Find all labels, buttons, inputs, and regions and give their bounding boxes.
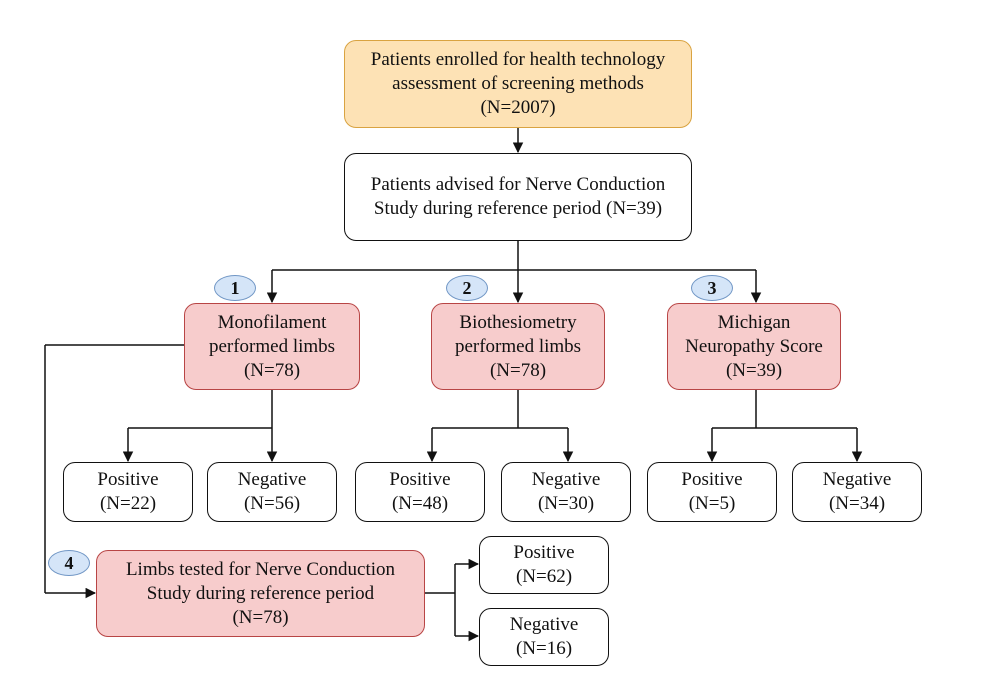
enrolled-box: Patients enrolled for health technology … xyxy=(344,40,692,128)
outcome-count: (N=16) xyxy=(515,638,573,659)
outcome-count: (N=34) xyxy=(828,493,886,514)
outcome-label: Positive xyxy=(513,542,575,563)
badge-3: 3 xyxy=(691,275,733,301)
enrolled-line-3: (N=2007) xyxy=(480,97,556,118)
badge-1: 1 xyxy=(214,275,256,301)
ncs-positive-box: Positive (N=62) xyxy=(479,536,609,594)
outcome-count: (N=56) xyxy=(243,493,301,514)
biothesiometry-box: Biothesiometry performed limbs (N=78) xyxy=(431,303,605,390)
outcome-label: Negative xyxy=(237,469,307,490)
mono-negative-box: Negative (N=56) xyxy=(207,462,337,522)
monofilament-box: Monofilament performed limbs (N=78) xyxy=(184,303,360,390)
outcome-count: (N=22) xyxy=(99,493,157,514)
mich-positive-box: Positive (N=5) xyxy=(647,462,777,522)
advised-line-2: Study during reference period (N=39) xyxy=(373,198,663,219)
ncs-line-3: (N=78) xyxy=(232,606,289,628)
michigan-line-1: Michigan xyxy=(717,311,791,333)
advised-box: Patients advised for Nerve Conduction St… xyxy=(344,153,692,241)
enrolled-line-2: assessment of screening methods xyxy=(392,73,644,94)
monofilament-line-1: Monofilament xyxy=(217,311,327,333)
outcome-label: Positive xyxy=(389,469,451,490)
outcome-count: (N=5) xyxy=(688,493,736,514)
biothesiometry-line-1: Biothesiometry xyxy=(459,311,577,333)
biothesiometry-line-2: performed limbs xyxy=(454,335,582,357)
ncs-line-1: Limbs tested for Nerve Conduction xyxy=(125,558,396,580)
biothesiometry-line-3: (N=78) xyxy=(489,359,547,381)
outcome-count: (N=62) xyxy=(515,566,573,587)
outcome-count: (N=30) xyxy=(537,493,595,514)
outcome-label: Negative xyxy=(509,614,579,635)
michigan-line-3: (N=39) xyxy=(725,359,783,381)
outcome-label: Negative xyxy=(531,469,601,490)
outcome-count: (N=48) xyxy=(391,493,449,514)
bio-negative-box: Negative (N=30) xyxy=(501,462,631,522)
michigan-line-2: Neuropathy Score xyxy=(685,335,823,357)
mich-negative-box: Negative (N=34) xyxy=(792,462,922,522)
enrolled-line-1: Patients enrolled for health technology xyxy=(370,49,666,70)
outcome-label: Positive xyxy=(681,469,743,490)
bio-positive-box: Positive (N=48) xyxy=(355,462,485,522)
ncs-box: Limbs tested for Nerve Conduction Study … xyxy=(96,550,425,637)
badge-2: 2 xyxy=(446,275,488,301)
michigan-box: Michigan Neuropathy Score (N=39) xyxy=(667,303,841,390)
monofilament-line-2: performed limbs xyxy=(208,335,336,357)
outcome-label: Negative xyxy=(822,469,892,490)
ncs-line-2: Study during reference period xyxy=(146,582,375,604)
advised-line-1: Patients advised for Nerve Conduction xyxy=(370,174,666,195)
mono-positive-box: Positive (N=22) xyxy=(63,462,193,522)
monofilament-line-3: (N=78) xyxy=(243,359,301,381)
ncs-negative-box: Negative (N=16) xyxy=(479,608,609,666)
badge-4: 4 xyxy=(48,550,90,576)
outcome-label: Positive xyxy=(97,469,159,490)
